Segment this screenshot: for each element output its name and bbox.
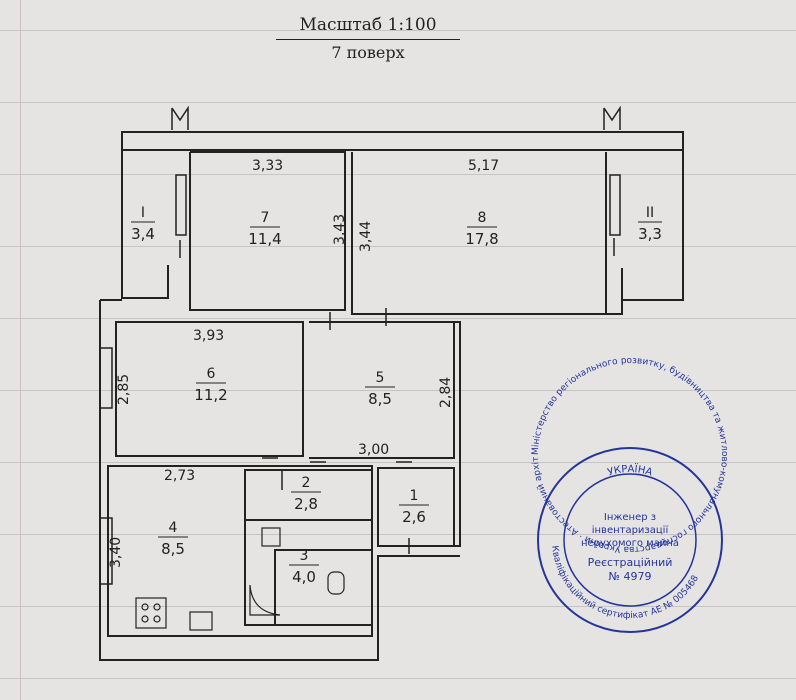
dim-room7-width: 3,33 bbox=[252, 158, 283, 174]
stamp-reg-number: № 4979 bbox=[609, 570, 652, 583]
stove-burner bbox=[141, 615, 149, 623]
wall-room-8 bbox=[351, 152, 607, 315]
room-4-number: 4 bbox=[169, 520, 178, 536]
dim-room4-depth: 3,40 bbox=[108, 537, 124, 568]
room-7-area: 11,4 bbox=[248, 230, 281, 248]
stove-burner bbox=[153, 603, 161, 611]
sink-icon bbox=[189, 611, 213, 631]
wall-right-outer bbox=[454, 321, 461, 547]
wall-room-3 bbox=[274, 549, 373, 626]
fixtures bbox=[135, 527, 345, 631]
floor-label: 7 поверх bbox=[331, 43, 405, 62]
room-I-number: I bbox=[141, 205, 145, 221]
room-2-number: 2 bbox=[302, 475, 311, 491]
dim-room8-depth: 3,44 bbox=[358, 221, 374, 252]
room-6-area: 11,2 bbox=[194, 386, 227, 404]
window bbox=[99, 517, 113, 585]
dim-room4-width: 2,73 bbox=[164, 468, 195, 484]
wall-right-join bbox=[606, 300, 623, 315]
section-marks bbox=[171, 105, 621, 130]
room-1-area: 2,6 bbox=[402, 508, 426, 526]
window bbox=[609, 174, 621, 236]
shower-icon bbox=[249, 584, 281, 616]
stamp-role-1: Інженер з bbox=[604, 512, 656, 523]
paper-rule bbox=[0, 174, 796, 175]
wall-bath-left bbox=[244, 520, 275, 626]
room-5-number: 5 bbox=[376, 370, 385, 386]
paper-rule bbox=[0, 534, 796, 535]
wall-balcony-left bbox=[121, 150, 169, 299]
stove-icon bbox=[135, 597, 167, 629]
stamp-inner-ring bbox=[563, 473, 697, 607]
dim-room7-depth: 3,43 bbox=[332, 214, 348, 245]
stove-burner bbox=[141, 603, 149, 611]
dim-room6-depth: 2,85 bbox=[116, 374, 132, 405]
dimension-labels: 3,33 5,17 3,43 3,44 3,93 2,85 2,84 3,00 … bbox=[108, 158, 499, 568]
dim-room8-width: 5,17 bbox=[468, 158, 499, 174]
room-II-number: II bbox=[646, 205, 654, 221]
dim-room6-width: 3,93 bbox=[193, 328, 224, 344]
room-7-number: 7 bbox=[261, 210, 270, 226]
plan-header: Масштаб 1:100 7 поверх bbox=[268, 14, 468, 63]
paper-rule bbox=[0, 390, 796, 391]
wall-room-6 bbox=[115, 321, 304, 457]
room-2-area: 2,8 bbox=[294, 495, 318, 513]
room-4-area: 8,5 bbox=[161, 540, 185, 558]
stove-burner bbox=[153, 615, 161, 623]
room-1-number: 1 bbox=[410, 488, 419, 504]
wall-room-4 bbox=[107, 465, 373, 637]
wall-outer-top bbox=[121, 131, 684, 151]
stamp-country: УКРАЇНА bbox=[606, 462, 653, 478]
paper-rule bbox=[0, 102, 796, 103]
room-labels: 7 11,4 8 17,8 I 3,4 II 3,3 6 11,2 5 8,5 … bbox=[131, 205, 662, 586]
stamp-reg-label: Реєстраційний bbox=[588, 556, 673, 569]
paper-rule bbox=[0, 606, 796, 607]
room-5-area: 8,5 bbox=[368, 390, 392, 408]
room-3-area: 4,0 bbox=[292, 568, 316, 586]
walls bbox=[99, 131, 684, 661]
wall-room-5 bbox=[309, 321, 455, 459]
dim-room5-width: 3,00 bbox=[358, 442, 389, 458]
paper-rule bbox=[0, 246, 796, 247]
wall-room-1 bbox=[377, 467, 455, 547]
window bbox=[99, 347, 113, 409]
paper-rule bbox=[0, 678, 796, 679]
room-8-area: 17,8 bbox=[465, 230, 498, 248]
header-divider bbox=[276, 39, 460, 40]
wall-balcony-right bbox=[621, 150, 684, 301]
room-II-area: 3,3 bbox=[638, 225, 662, 243]
stamp-role-2: інвентаризації bbox=[592, 524, 669, 536]
room-I-area: 3,4 bbox=[131, 225, 155, 243]
room-3-number: 3 bbox=[300, 548, 309, 564]
scale-label: Масштаб 1:100 bbox=[299, 15, 437, 35]
paper-rule bbox=[0, 30, 796, 31]
room-8-number: 8 bbox=[478, 210, 487, 226]
doors bbox=[179, 238, 615, 554]
dim-room5-depth: 2,84 bbox=[438, 377, 454, 408]
wall-room-7 bbox=[189, 151, 346, 311]
stamp-role-3: нерухомого майна bbox=[581, 538, 679, 549]
paper-margin-line bbox=[20, 0, 21, 700]
section-mark bbox=[171, 105, 189, 130]
washbasin-icon bbox=[261, 527, 281, 547]
window bbox=[175, 174, 187, 236]
toilet-icon bbox=[327, 571, 345, 595]
stamp-outer-ring bbox=[537, 447, 723, 633]
windows bbox=[99, 174, 621, 585]
paper-rule bbox=[0, 318, 796, 319]
room-6-number: 6 bbox=[207, 366, 216, 382]
section-mark bbox=[603, 105, 621, 130]
wall-room-2 bbox=[244, 469, 373, 521]
